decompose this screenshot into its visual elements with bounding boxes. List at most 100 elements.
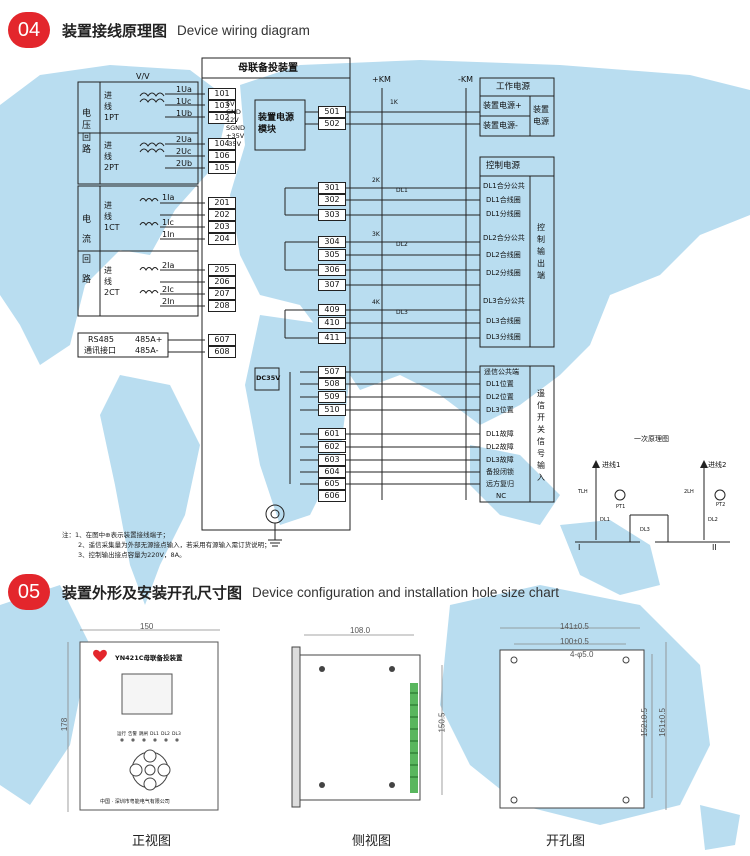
current-signal-label: 1Ic <box>162 218 174 227</box>
primary-diagram-title: 一次原理图 <box>634 435 669 443</box>
breaker-label: DL3 <box>396 309 408 316</box>
voltage-group-label: 电压回路 <box>82 109 92 155</box>
control-power-title: 控制电源 <box>486 161 521 171</box>
note-line: 注：1、在图中⊕表示装置接线端子； <box>62 531 170 539</box>
terminal-510: 510 <box>318 404 346 416</box>
front-led-label: 运行 <box>117 732 126 737</box>
control-item: DL1分线圈 <box>486 210 521 218</box>
terminal-303: 303 <box>318 209 346 221</box>
cutout-holes-dim: 4-φ5.0 <box>570 650 594 659</box>
cutout-caption: 开孔图 <box>546 834 586 849</box>
current-group-label: 电流回路 <box>82 215 92 285</box>
front-width-dim: 150 <box>140 622 154 631</box>
cutout-h2-dim: 161±0.5 <box>657 708 667 737</box>
wiring-lines <box>77 57 730 547</box>
relay-label: 2K <box>372 177 380 184</box>
current-signal-label: 1In <box>162 230 175 239</box>
primary-bus1: I <box>578 543 581 552</box>
section-number: 04 <box>8 12 50 48</box>
control-item: DL3合线圈 <box>486 317 521 325</box>
cutout-h1-dim: 152±0.5 <box>639 708 649 737</box>
terminal-205: 205 <box>208 264 236 276</box>
terminal-304: 304 <box>318 236 346 248</box>
km-positive-label: +KM <box>372 75 391 84</box>
front-led-label: 告警 <box>128 732 137 737</box>
power-minus-label: 装置电源- <box>483 121 518 130</box>
side-view-caption: 侧视图 <box>352 834 392 849</box>
terminal-608: 608 <box>208 346 236 358</box>
line1-pt-label: 进线1PT <box>104 91 119 122</box>
terminal-508: 508 <box>318 378 346 390</box>
current-signal-label: 2In <box>162 297 175 306</box>
terminal-411: 411 <box>318 332 346 344</box>
terminal-302: 302 <box>318 194 346 206</box>
terminal-602: 602 <box>318 441 346 453</box>
terminal-410: 410 <box>318 317 346 329</box>
side-height-dim: 150.5 <box>437 712 447 733</box>
primary-2lh: 2LH <box>684 489 694 495</box>
front-view-caption: 正视图 <box>132 834 172 849</box>
cutout-drawing <box>499 627 667 810</box>
signal-item: 遥信公共端 <box>484 368 519 376</box>
control-item: DL2合分公共 <box>483 234 525 242</box>
current-signal-label: 1Ia <box>162 193 175 202</box>
signal-side-label: 遥信开关信号输入 <box>537 389 545 482</box>
rs485-b-label: 485A- <box>135 346 159 355</box>
front-led-label: DL3 <box>172 732 181 737</box>
signal-item: DL1故障 <box>486 430 514 438</box>
voltage-signal-label: 2Ub <box>176 159 193 168</box>
front-led-label: DL1 <box>150 732 159 737</box>
primary-line1: 进线1 <box>602 461 621 469</box>
front-led-label: 跳闸 <box>139 732 148 737</box>
voltage-signal-label: 1Ua <box>176 85 192 94</box>
breaker-label: DL2 <box>396 241 408 248</box>
control-item: DL3分线圈 <box>486 333 521 341</box>
breaker-label: DL1 <box>396 187 408 194</box>
terminal-208: 208 <box>208 300 236 312</box>
control-item: DL2分线圈 <box>486 269 521 277</box>
terminal-207: 207 <box>208 288 236 300</box>
signal-item: DL2故障 <box>486 443 514 451</box>
control-side-label: 控制输出端 <box>537 223 545 280</box>
dc35v-label: DC35V <box>256 374 281 382</box>
note-line: 2、遥信采集量为外部无源接点输入，若采用有源输入需订货说明； <box>78 541 271 549</box>
front-height-dim: 178 <box>60 717 70 732</box>
signal-item: DL3故障 <box>486 456 514 464</box>
front-maker-label: 中国 · 深圳市粤能电气有限公司 <box>100 799 170 805</box>
note-line: 3、控制输出接点容量为220V，8A。 <box>78 551 186 559</box>
wiring-notes: 注：1、在图中⊕表示装置接线端子； 2、遥信采集量为外部无源接点输入，若采用有源… <box>62 530 271 560</box>
voltage-signal-label: 2Ua <box>176 135 192 144</box>
signal-item: DL1位置 <box>486 380 514 388</box>
terminal-501: 501 <box>318 106 346 118</box>
section-number: 05 <box>8 574 50 610</box>
relay-label: 3K <box>372 231 380 238</box>
terminal-502: 502 <box>318 118 346 130</box>
section-title-en: Device wiring diagram <box>177 22 310 38</box>
signal-item: DL2位置 <box>486 393 514 401</box>
terminal-604: 604 <box>318 466 346 478</box>
voltage-signal-label: 1Ub <box>176 109 193 118</box>
terminal-509: 509 <box>318 391 346 403</box>
primary-tlh: TLH <box>578 489 588 495</box>
power-plus-label: 装置电源+ <box>483 101 522 110</box>
relay-label: 4K <box>372 299 380 306</box>
terminal-606: 606 <box>318 490 346 502</box>
vv-label: V/V <box>136 72 150 81</box>
terminal-105: 105 <box>208 162 236 174</box>
power-side-label: 装置电源 <box>533 105 549 126</box>
primary-bus2: II <box>712 543 717 552</box>
line2-ct-label: 进线2CT <box>104 266 120 297</box>
terminal-101: 101 <box>208 88 236 100</box>
primary-line2: 进线2 <box>708 461 727 469</box>
terminal-307: 307 <box>318 279 346 291</box>
terminal-103: 103 <box>208 100 236 112</box>
control-item: DL2合线圈 <box>486 251 521 259</box>
front-led-label: DL2 <box>161 732 170 737</box>
signal-item: DL3位置 <box>486 406 514 414</box>
cutout-w2-dim: 100±0.5 <box>560 637 589 646</box>
psu-rails: 5V GND 12V SGND +35V -35V <box>226 100 246 148</box>
terminal-607: 607 <box>208 334 236 346</box>
terminal-301: 301 <box>318 182 346 194</box>
rs485-label: RS485 <box>88 335 114 344</box>
signal-item: 备投闭锁 <box>486 468 514 476</box>
